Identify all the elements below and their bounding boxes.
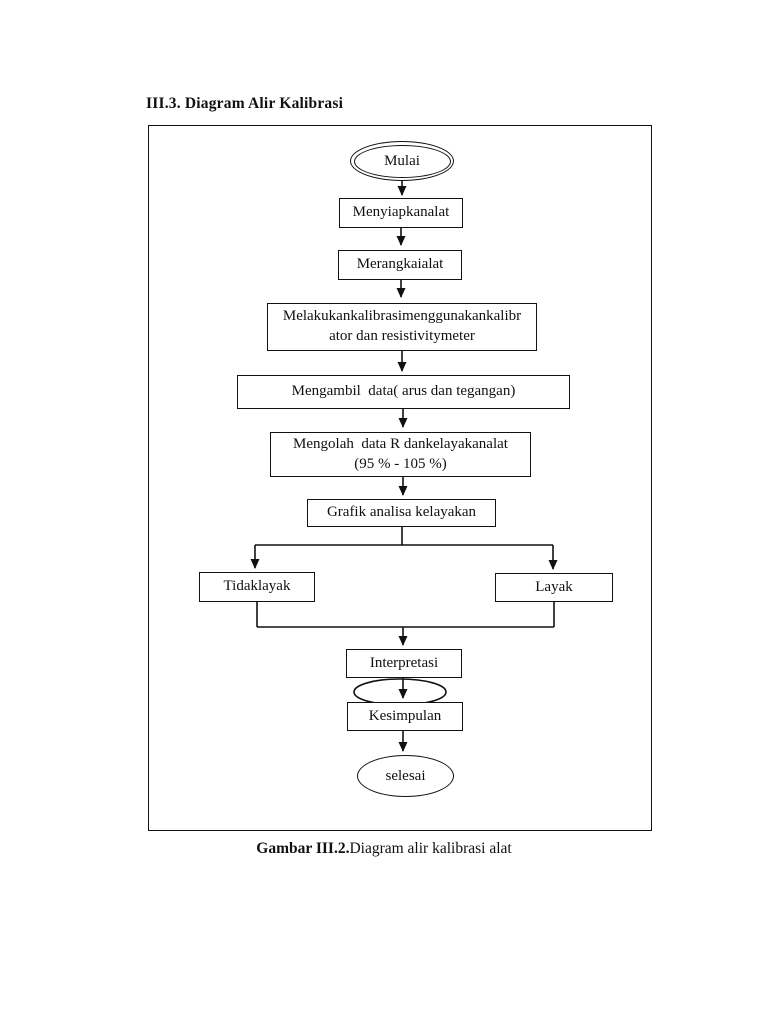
calibrate-step-box: Melakukankalibrasimenggunakankalibr ator… [267, 303, 537, 351]
figure-caption-number: Gambar III.2. [256, 840, 350, 857]
feasible-result-box: Layak [495, 573, 613, 602]
figure-caption: Gambar III.2.Diagram alir kalibrasi alat [0, 840, 768, 858]
interpretation-step-box: Interpretasi [346, 649, 462, 678]
conclusion-step-box: Kesimpulan [347, 702, 463, 731]
graph-analysis-step-label: Grafik analisa kelayakan [326, 504, 477, 521]
end-terminator: selesai [357, 755, 454, 797]
collect-data-step-label: Mengambil data( arus dan tegangan) [291, 383, 516, 400]
prepare-step-label: Menyiapkanalat [352, 204, 450, 221]
process-data-step-label-line2: (95 % - 105 %) [354, 455, 447, 472]
diagram-border-frame [148, 125, 652, 831]
not-feasible-result-box: Tidaklayak [199, 572, 315, 602]
prepare-step-box: Menyiapkanalat [339, 198, 463, 228]
calibrate-step-label-line1: Melakukankalibrasimenggunakankalibr [282, 308, 522, 325]
assemble-step-box: Merangkaialat [338, 250, 462, 280]
process-data-step-box: Mengolah data R dankelayakanalat (95 % -… [270, 432, 531, 477]
figure-caption-text: Diagram alir kalibrasi alat [349, 840, 512, 857]
start-terminator: Mulai [350, 141, 454, 181]
start-terminator-label: Mulai [384, 152, 420, 169]
assemble-step-label: Merangkaialat [356, 256, 444, 273]
interpretation-step-label: Interpretasi [369, 654, 439, 671]
end-terminator-label: selesai [385, 767, 426, 784]
graph-analysis-step-box: Grafik analisa kelayakan [307, 499, 496, 527]
collect-data-step-box: Mengambil data( arus dan tegangan) [237, 375, 570, 409]
not-feasible-result-label: Tidaklayak [223, 578, 291, 595]
section-heading: III.3. Diagram Alir Kalibrasi [146, 95, 344, 112]
process-data-step-label-line1: Mengolah data R dankelayakanalat [293, 435, 508, 452]
calibrate-step-label-line2: ator dan resistivitymeter [329, 328, 475, 344]
feasible-result-label: Layak [535, 578, 573, 595]
conclusion-step-label: Kesimpulan [368, 707, 442, 724]
